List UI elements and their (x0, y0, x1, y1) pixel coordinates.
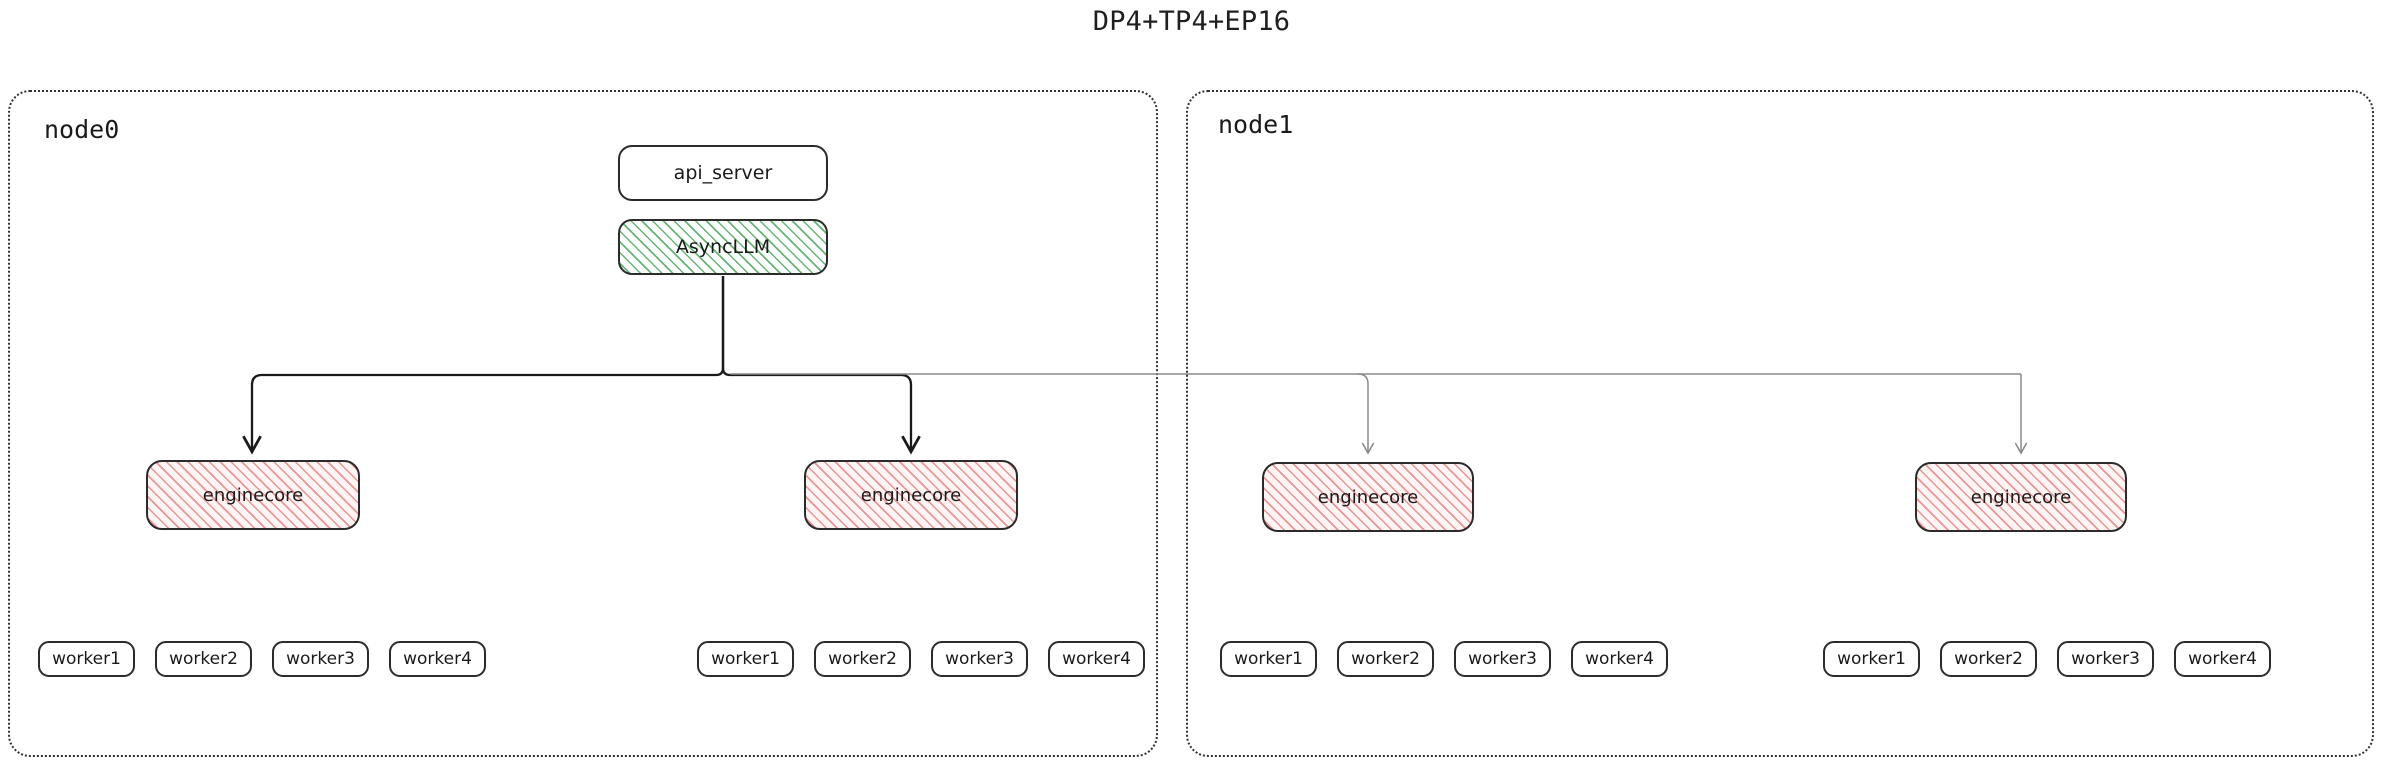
worker-box[interactable]: worker1 (697, 641, 794, 677)
page-title: DP4+TP4+EP16 (1092, 6, 1291, 37)
enginecore-box-node0-0[interactable]: enginecore (146, 460, 360, 530)
worker-box[interactable]: worker3 (931, 641, 1028, 677)
worker-box[interactable]: worker3 (2057, 641, 2154, 677)
node-label-node0: node0 (44, 115, 120, 144)
service-box-async-llm[interactable]: AsyncLLM (618, 219, 828, 275)
worker-box[interactable]: worker4 (1048, 641, 1145, 677)
node-container-node1 (1186, 90, 2374, 757)
enginecore-box-node0-1[interactable]: enginecore (804, 460, 1018, 530)
worker-box[interactable]: worker4 (1571, 641, 1668, 677)
worker-box[interactable]: worker2 (1940, 641, 2037, 677)
worker-box[interactable]: worker4 (2174, 641, 2271, 677)
worker-box[interactable]: worker4 (389, 641, 486, 677)
worker-box[interactable]: worker1 (1823, 641, 1920, 677)
worker-box[interactable]: worker1 (1220, 641, 1317, 677)
worker-box[interactable]: worker3 (272, 641, 369, 677)
worker-box[interactable]: worker2 (814, 641, 911, 677)
enginecore-box-node1-1[interactable]: enginecore (1915, 462, 2127, 532)
enginecore-box-node1-0[interactable]: enginecore (1262, 462, 1474, 532)
worker-box[interactable]: worker1 (38, 641, 135, 677)
node-container-node0 (8, 90, 1158, 757)
node-label-node1: node1 (1218, 110, 1294, 139)
worker-box[interactable]: worker3 (1454, 641, 1551, 677)
worker-box[interactable]: worker2 (155, 641, 252, 677)
worker-box[interactable]: worker2 (1337, 641, 1434, 677)
service-box-api-server[interactable]: api_server (618, 145, 828, 201)
